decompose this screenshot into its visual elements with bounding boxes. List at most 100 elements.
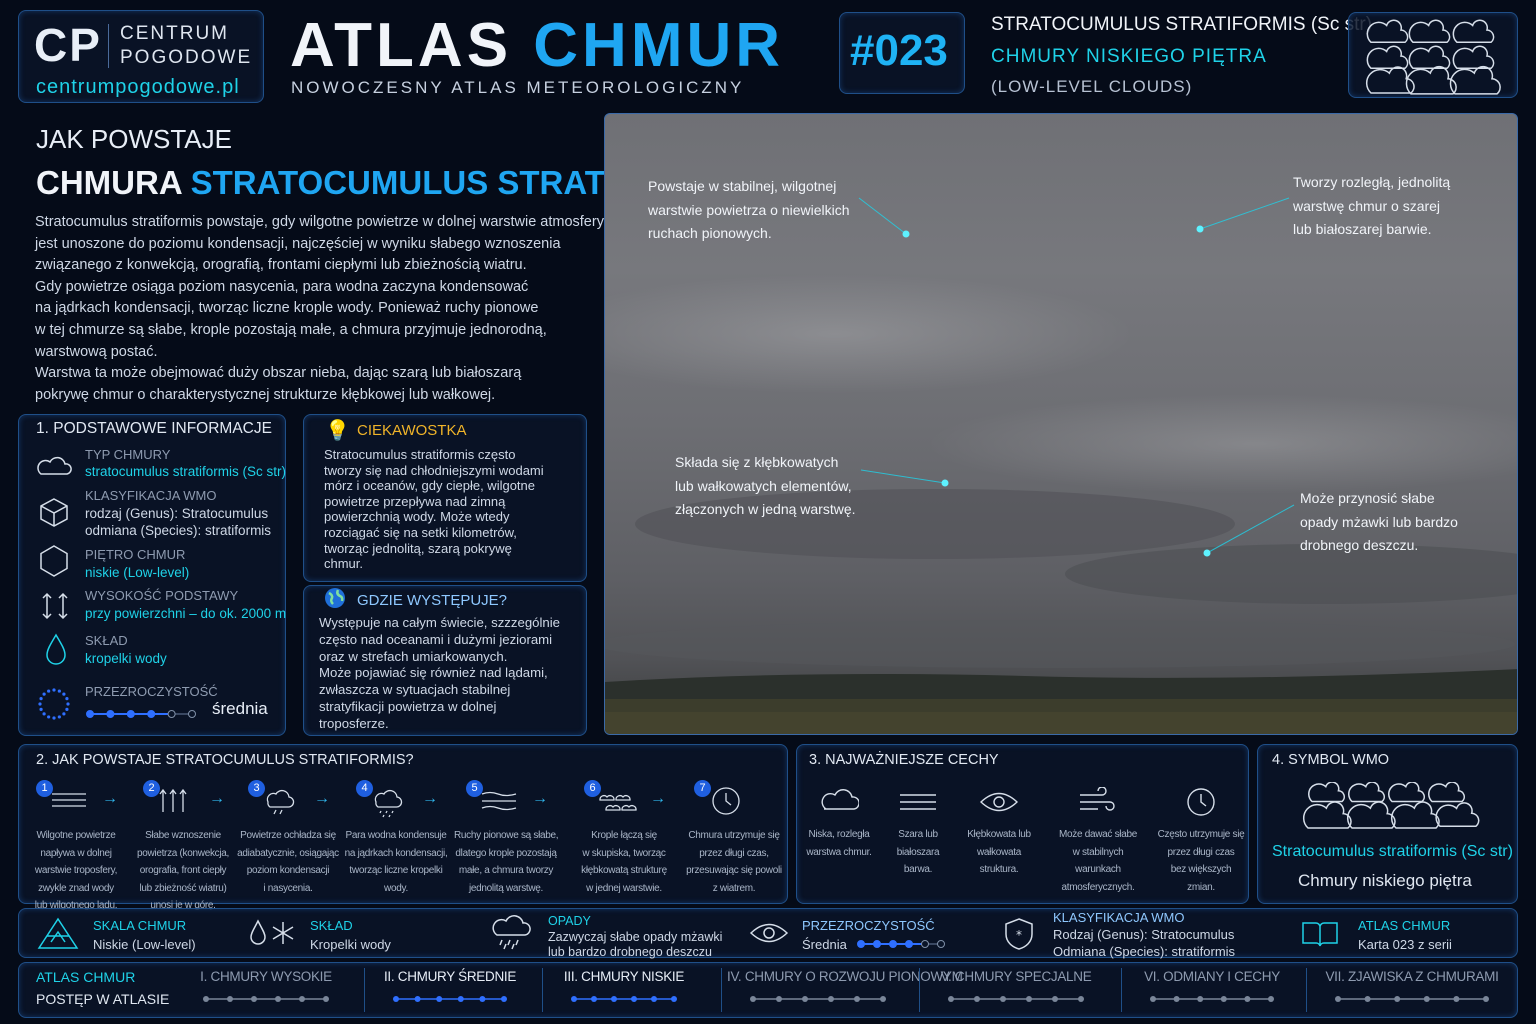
feature-icon (1078, 787, 1118, 819)
height-label: WYSOKOŚĆ PODSTAWY (85, 588, 239, 603)
feature-text-line: bez większych (1170, 864, 1232, 875)
cloud-symbol (1366, 19, 1409, 44)
progress-section[interactable]: VII. ZJAWISKA Z CHMURAMI (1325, 969, 1499, 984)
feature-text-line: Często utrzymuje się (1157, 829, 1245, 840)
step-arrow-icon: → (209, 790, 225, 807)
progress-dot (436, 996, 443, 1002)
text-line: Powstaje w stabilnej, wilgotnej (648, 178, 837, 194)
meter-dot (167, 710, 176, 718)
cloud-name: STRATOCUMULUS STRATIFORMIS (Sc str) (991, 14, 1373, 35)
progress-dot (1423, 996, 1430, 1002)
feature-text: Często utrzymuje się przez długi czas bez … (1156, 826, 1246, 896)
logo-url[interactable]: centrumpogodowe.pl (36, 76, 240, 98)
text-line: warstwie powietrza o niewielkich (648, 201, 850, 218)
cloud-symbol (1388, 782, 1426, 803)
text-line: tworzy się nad chłodniejszymi wodami (324, 462, 544, 478)
progress-section[interactable]: III. CHMURY NISKIE (563, 969, 685, 984)
progress-dots (571, 996, 677, 1002)
where-panel (303, 585, 587, 736)
wmo-value1: Rodzaj (Genus): Stratocumulus (1053, 927, 1235, 942)
cloud-symbol (1365, 66, 1415, 94)
step-text-line: dlatego krople pozostają (455, 847, 557, 859)
section-divider (542, 968, 543, 1012)
progress-dot (571, 996, 577, 1002)
step-number: 7 (694, 780, 711, 797)
step-text-line: lub zbieżność wiatru) (139, 882, 227, 894)
meter-dot (126, 710, 135, 718)
cloud-symbol (1405, 65, 1457, 95)
progress-dots (948, 996, 1084, 1002)
text-line: tworząc jednolitą, szarą pokrywę (324, 540, 512, 556)
text-line: związanego z konwekcją, orografią, front… (35, 257, 527, 274)
wmo-label: KLASYFIKACJA WMO (1053, 910, 1185, 925)
height-arrows-icon (42, 592, 68, 620)
callout-dot (902, 230, 910, 238)
text-line: jest unoszone do poziomu kondensacji, na… (35, 235, 561, 252)
progress-dot (974, 996, 980, 1002)
atlas-value: Karta 023 z serii (1358, 937, 1452, 952)
globe-icon (325, 588, 345, 608)
step-number: 2 (143, 780, 160, 797)
meter-dot (889, 940, 897, 948)
text-line: oraz w strefach umiarkowanych. (319, 648, 508, 664)
cloud-symbol (1452, 45, 1495, 70)
text-line: drobnego deszczu. (1300, 537, 1419, 553)
progress-dot (1000, 996, 1006, 1002)
transparency-meter-bar (857, 940, 945, 948)
class-label: KLASYFIKACJA WMO (85, 488, 217, 503)
callout-formation: Powstaje w stabilnej, wilgotnej warstwie … (648, 175, 850, 246)
meter-dot (86, 710, 94, 718)
scale-label: SKALA CHMUR (93, 918, 187, 933)
progress-dot (854, 996, 860, 1002)
step-text-line: Chmura utrzymuje się (688, 830, 780, 841)
step-text-line: lub wilgotnego lądu. (34, 900, 118, 911)
text-line: Gdy powietrze osiąga poziom nasycenia, p… (35, 278, 529, 295)
step-number: 3 (248, 780, 265, 797)
shield-icon: * (1005, 918, 1033, 950)
step-icon (480, 786, 520, 820)
wmo-symbol-icon (1302, 782, 1480, 829)
progress-dot (1268, 996, 1274, 1002)
step-text-line: Powietrze ochładza się (240, 830, 336, 841)
features-panel (796, 744, 1249, 904)
feature-icon (898, 787, 938, 819)
feature-text-line: w stabilnych (1072, 846, 1124, 858)
step-text-line: przesuwając się powoli (686, 865, 782, 876)
step-text-line: kłębkowatą strukturę (581, 865, 667, 876)
hexagon-icon (40, 545, 68, 577)
progress-section[interactable]: VI. ODMIANY I CECHY (1144, 969, 1280, 984)
transparency-icon (38, 688, 70, 720)
text-line: Może przynosić słabe (1300, 490, 1435, 506)
feature-text-line: przez długi czas (1167, 846, 1235, 858)
step-arrow-icon: → (102, 790, 118, 807)
eye-icon (749, 923, 789, 943)
progress-section[interactable]: I. CHMURY WYSOKIE (200, 969, 332, 984)
step-arrow-icon: → (422, 790, 438, 807)
text-line: często nad oceanami i dużymi jeziorami (319, 631, 553, 647)
progress-section[interactable]: IV. CHMURY O ROZWOJU PIONOWYM (727, 969, 963, 984)
progress-dot (457, 996, 464, 1002)
progress-section[interactable]: V. CHMURY SPECJALNE (940, 969, 1092, 984)
progress-dot (611, 996, 617, 1002)
number-panel (839, 12, 965, 94)
cloud-symbol (1390, 801, 1440, 829)
basic-info-title: 1. PODSTAWOWE INFORMACJE (36, 420, 272, 437)
features-title: 3. NAJWAŻNIEJSZE CECHY (809, 752, 999, 768)
type-label: TYP CHMURY (85, 447, 171, 462)
feature-text-line: warstwa chmur. (806, 846, 872, 858)
progress-label1: ATLAS CHMUR (36, 969, 136, 985)
cloud-symbol (1302, 801, 1352, 829)
progress-section[interactable]: II. CHMURY ŚREDNIE (383, 969, 517, 984)
transparency-value-bar: Średnia (802, 937, 847, 952)
progress-dot (631, 996, 637, 1002)
step-icon (370, 786, 410, 820)
progress-dot (1394, 996, 1401, 1002)
book-icon (1302, 922, 1338, 947)
step-number: 4 (356, 780, 373, 797)
intro-text: Stratocumulus stratiformis powstaje, gdy… (35, 212, 604, 406)
meter-dot (937, 940, 945, 948)
